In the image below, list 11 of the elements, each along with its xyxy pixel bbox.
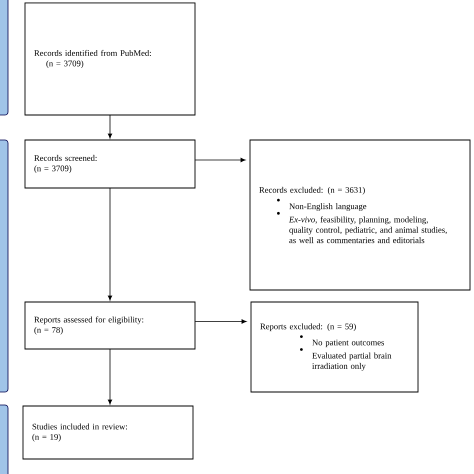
arrow	[108, 349, 112, 404]
process-box: Reports assessed for eligibility: (n = 78)	[24, 302, 196, 350]
process-box: Records identified from PubMed: (n = 3709)	[24, 2, 196, 116]
arrow	[108, 115, 112, 138]
arrow	[195, 158, 246, 162]
process-box: Records excluded: (n = 3631) Non-English language Ex-vivo, feasibility, planning, modeling, quality control, pediatric, and animal studies, as well as commentaries and editorials	[250, 140, 470, 290]
arrow	[195, 319, 246, 324]
arrow	[108, 188, 112, 300]
process-box: Reports excluded: (n = 59) No patient outcomes Evaluated partial brain irradiation only	[250, 302, 418, 392]
process-box: Records screened: (n = 3709)	[24, 140, 196, 188]
process-box: Studies included in review: (n = 19)	[22, 406, 194, 460]
